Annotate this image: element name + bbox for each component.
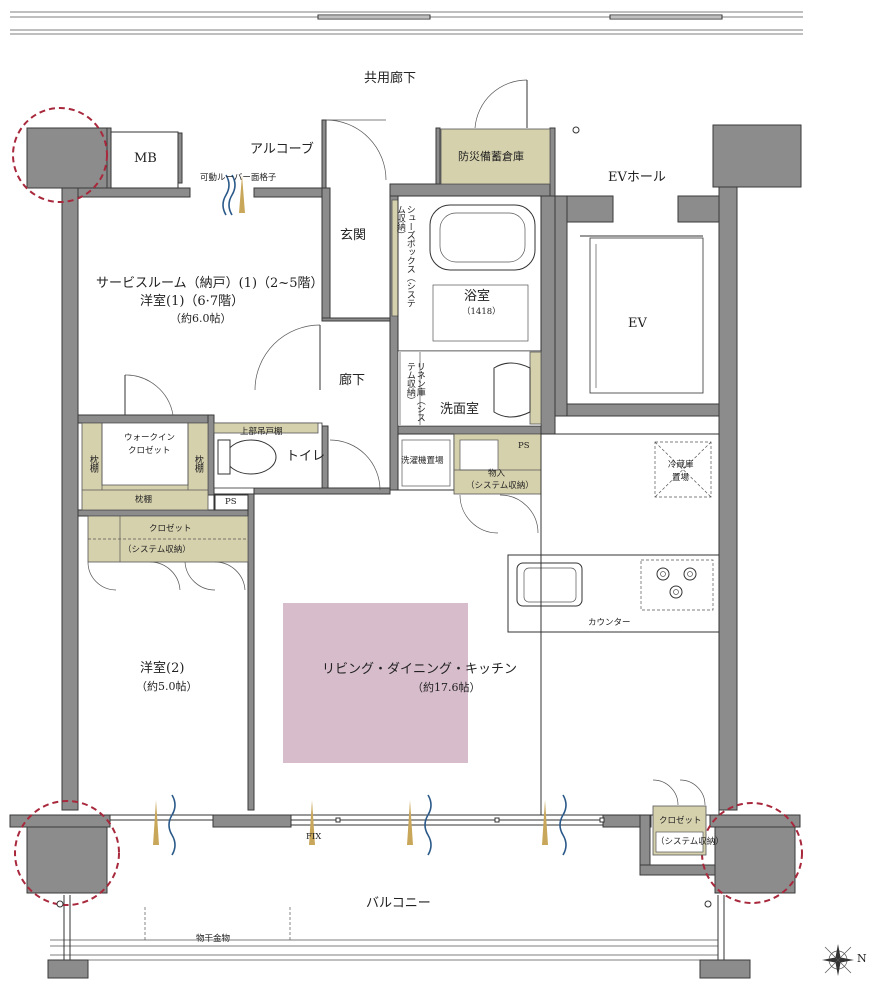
counter-label: カウンター: [588, 618, 631, 628]
closet-room2-sys-label: （システム収納）: [123, 545, 191, 555]
pillow-shelf-bottom: 枕棚: [135, 495, 153, 505]
ldk-highlight: [283, 603, 468, 763]
service-room-label-2: 洋室(1)（6·7階）: [140, 294, 245, 309]
service-room-label-1: サービスルーム（納戸）(1)（2~5階）: [96, 276, 324, 291]
laundry-hardware-label: 物干金物: [196, 934, 231, 944]
bathroom-size-label: （1418）: [462, 307, 501, 317]
column-markers: [12, 107, 803, 906]
shoes-box-label: シューズボックス（システム収納）: [394, 205, 415, 307]
walls: [9, 119, 802, 894]
common-corridor-label: 共用廊下: [364, 71, 417, 86]
washer-space: [397, 433, 455, 491]
storage-label-2: （システム収納）: [466, 481, 534, 491]
louver-label: 可動ルーバー面格子: [200, 173, 277, 183]
ldk-size: （約17.6帖）: [412, 681, 481, 694]
service-room-size: （約6.0帖）: [170, 312, 232, 325]
kitchen-sink-icon: [516, 562, 583, 607]
balcony-rail: [47, 895, 751, 979]
western-room-2-label: 洋室(2): [140, 661, 185, 676]
alcove-label: アルコーブ: [250, 142, 314, 157]
north-label: N: [857, 952, 867, 965]
wind-flow-icon: [168, 174, 567, 856]
elevator: [589, 237, 704, 394]
light-flow-icon: [153, 175, 548, 845]
closet-room2-label: クロゼット: [149, 524, 192, 534]
corridor-rail: [10, 11, 803, 35]
western-room-2-size: （約5.0帖）: [136, 680, 198, 693]
washroom-label: 洗面室: [440, 402, 480, 417]
disaster-storage-label: 防災備蓄倉庫: [458, 150, 524, 163]
pillow-shelf-left: 枕棚: [87, 455, 98, 472]
balcony-label: バルコニー: [366, 896, 431, 911]
mb-label: MB: [134, 151, 157, 166]
door-swing-icon: [87, 79, 706, 806]
wic-label-1: ウォークイン: [124, 433, 176, 443]
sink-icon: [493, 362, 531, 418]
fridge-label-2: 置場: [672, 473, 690, 483]
ps-label-kitchen: PS: [518, 441, 530, 451]
upper-cabinet-label: 上部吊戸棚: [240, 427, 283, 437]
entrance-label: 玄関: [340, 228, 367, 243]
stove-icon: [656, 567, 697, 599]
mb-room: [110, 131, 179, 189]
fridge-space: [654, 441, 712, 498]
wic-label-2: クロゼット: [128, 446, 171, 456]
ev-label: EV: [628, 316, 647, 331]
disaster-storage-room: [440, 128, 551, 185]
fix-label: FIX: [306, 832, 322, 842]
toilet-label: トイレ: [286, 449, 326, 464]
ldk-label: リビング・ダイニング・キッチン: [322, 662, 518, 677]
pillow-shelf-right: 枕棚: [192, 455, 203, 472]
compass-icon: [822, 944, 854, 976]
washer-space-label: 洗濯機置場: [401, 456, 444, 466]
linen-storage-label: リネン庫（システム収納）: [404, 362, 425, 422]
fridge-label-1: 冷蔵庫: [668, 460, 694, 470]
hallway-label: 廊下: [339, 373, 366, 388]
closet-balcony-sys-label: （システム収納）: [656, 837, 724, 847]
storage-label-1: 物入: [488, 469, 506, 479]
ev-hall-label: EVホール: [608, 170, 666, 185]
closet-balcony-label: クロゼット: [659, 816, 702, 826]
bathroom-label: 浴室: [464, 289, 491, 304]
bathtub-icon: [429, 204, 536, 271]
south-windows: [110, 814, 605, 826]
ps-label-toilet: PS: [225, 497, 237, 507]
toilet-icon: [225, 439, 277, 475]
